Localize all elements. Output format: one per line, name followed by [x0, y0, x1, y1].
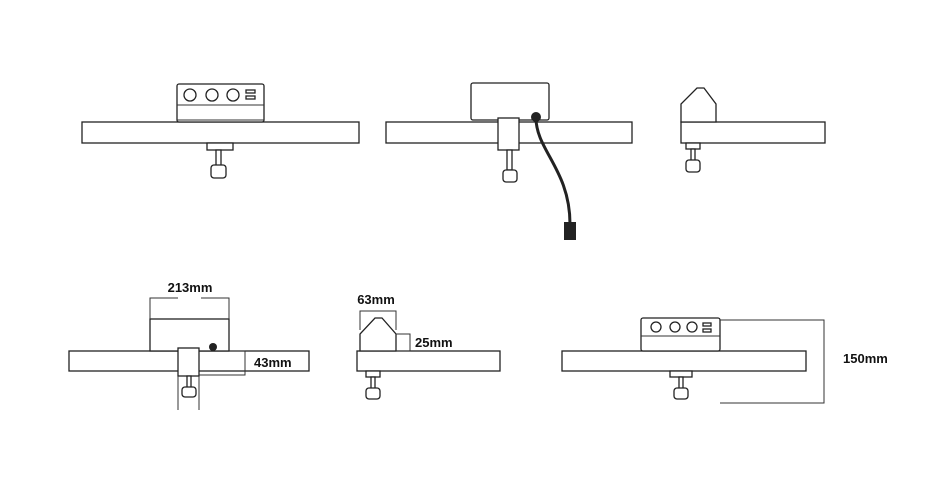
usb-port-icon: [702, 322, 712, 327]
clamp-knob: [502, 169, 518, 183]
desk-slab: [561, 350, 807, 372]
compact-height-label: 25mm: [415, 335, 453, 350]
socket-box: [176, 83, 265, 123]
socket-icon: [226, 88, 240, 102]
thickness-dimension-label: 43mm: [254, 355, 292, 370]
clamp-screw: [506, 149, 513, 171]
clamp-bracket: [497, 117, 520, 151]
view-side-with-cable: [385, 82, 633, 240]
view-dimensions-height: 150mm: [561, 317, 888, 404]
usb-port-icon: [702, 328, 712, 333]
clamp-plate: [365, 370, 381, 378]
width-dimension-label: 213mm: [168, 280, 213, 295]
usb-port-icon: [245, 89, 256, 94]
clamp-screw: [186, 375, 192, 389]
socket-icon: [183, 88, 197, 102]
clamp-knob: [210, 164, 227, 179]
desk-slab: [356, 350, 501, 372]
view-compact-unit: [680, 87, 826, 173]
clamp-screw: [215, 149, 222, 167]
socket-icon: [205, 88, 219, 102]
compact-width-label: 63mm: [357, 292, 395, 307]
clamp-bracket: [177, 347, 200, 377]
compact-housing: [680, 87, 717, 123]
clamp-plate: [206, 142, 234, 151]
view-dimensions-compact: 63mm 25mm: [356, 292, 501, 400]
power-cable: [534, 117, 572, 225]
usb-port-icon: [245, 95, 256, 100]
socket-icon: [650, 321, 662, 333]
clamp-knob: [181, 386, 197, 398]
clamp-plate: [685, 142, 701, 150]
plug: [564, 222, 576, 240]
socket-icon: [669, 321, 681, 333]
clamp-plate: [669, 370, 693, 378]
view-front-socket-box: [81, 83, 360, 179]
total-height-label: 150mm: [843, 351, 888, 366]
clamp-screw: [370, 376, 376, 390]
clamp-screw: [690, 148, 696, 162]
clamp-knob: [685, 159, 701, 173]
desk-slab: [81, 121, 360, 144]
compact-housing: [359, 317, 397, 352]
socket-box: [149, 318, 230, 352]
clamp-knob: [673, 387, 689, 400]
desk-slab: [680, 121, 826, 144]
socket-icon: [686, 321, 698, 333]
clamp-knob: [365, 387, 381, 400]
clamp-screw: [678, 376, 684, 390]
view-dimensions-width: 213mm 43mm: [68, 280, 310, 410]
